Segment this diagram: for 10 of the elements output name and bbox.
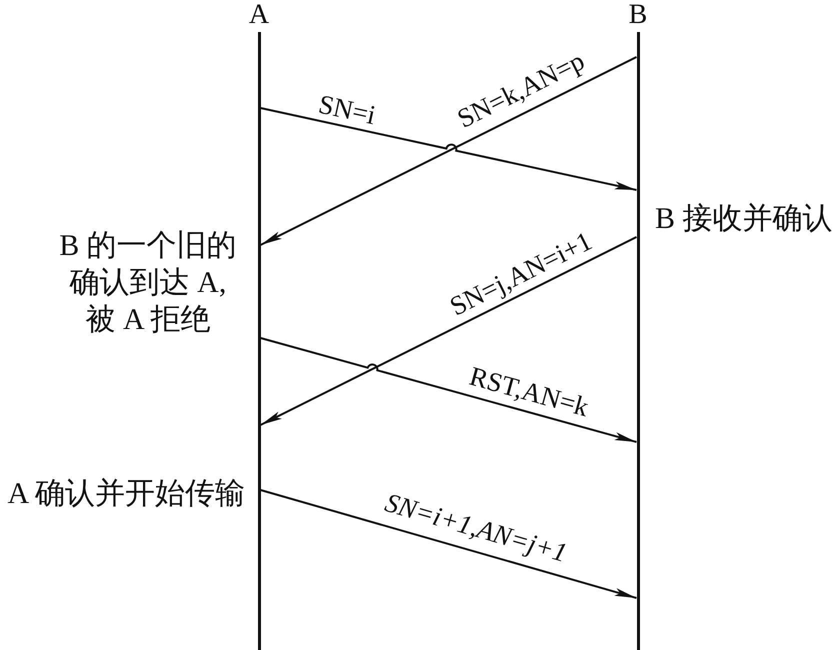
message-arrow (260, 107, 637, 191)
note-text: B 接收并确认 (655, 201, 833, 237)
note-text: A 确认并开始传输 (7, 476, 245, 512)
lifeline-label: A (248, 1, 270, 29)
lifeline-label: B (628, 1, 648, 29)
message-arrow (260, 337, 637, 443)
message-arrow (260, 236, 637, 426)
message-arrow (260, 56, 637, 246)
note-text: B 的一个旧的确认到达 A,被 A 拒绝 (58, 228, 238, 338)
message-arrow (260, 489, 637, 599)
